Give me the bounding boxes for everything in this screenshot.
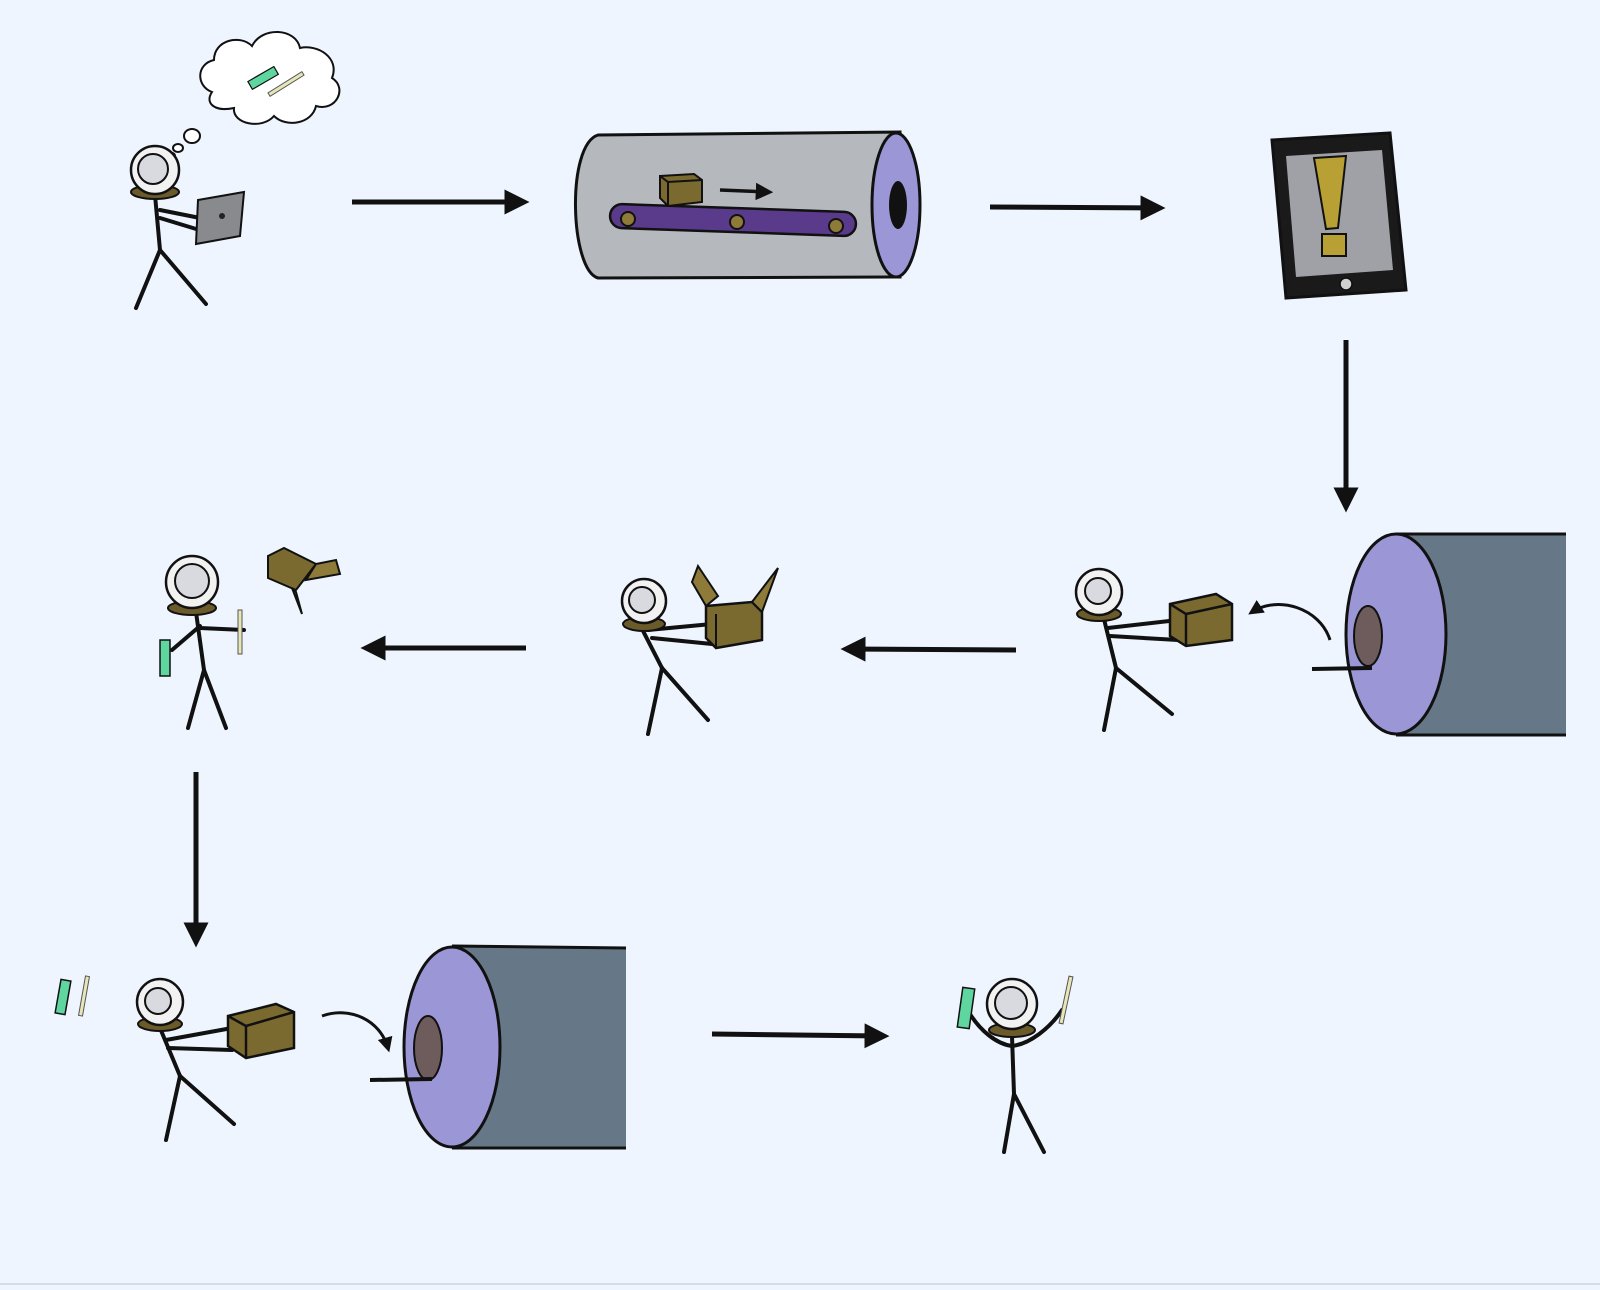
astronaut-with-tablet-icon	[129, 31, 341, 310]
bottom-edge	[0, 1283, 1600, 1285]
conveyor-cylinder-icon	[574, 130, 922, 280]
discarded-box-icon	[267, 546, 342, 615]
astronaut-celebrating-icon	[956, 975, 1074, 1154]
astronaut-opening-box-icon	[620, 563, 779, 736]
discarded-toothpaste-icon	[54, 978, 72, 1016]
arrow-2	[989, 195, 1166, 221]
astronaut-returning-box-icon	[54, 975, 296, 1142]
package-box-icon	[1168, 592, 1234, 648]
direction-arrow	[719, 182, 774, 201]
arrow-4	[840, 636, 1017, 662]
thought-toothpaste-icon	[247, 65, 280, 91]
tablet-in-hand-icon	[194, 190, 246, 246]
toothbrush-icon	[237, 609, 243, 655]
thought-toothbrush-icon	[267, 71, 305, 97]
conveyor-belt-icon	[608, 202, 858, 238]
astronaut-receiving-box-icon	[1074, 567, 1234, 732]
discarded-toothbrush-icon	[77, 975, 91, 1017]
astronaut-with-items-icon	[159, 546, 342, 730]
pipe-delivery-icon	[1311, 532, 1566, 737]
raised-toothpaste-icon	[956, 986, 976, 1030]
pipe-return-icon	[369, 944, 627, 1150]
curved-arrow-out	[1248, 599, 1332, 641]
arrow-7	[711, 1023, 890, 1049]
package-box-icon	[226, 1002, 296, 1060]
toothpaste-icon	[159, 639, 171, 677]
tablet-exclamation-icon	[1270, 131, 1408, 300]
thought-cloud-icon	[168, 31, 341, 160]
curved-arrow-in	[321, 1011, 393, 1053]
open-box-icon	[690, 563, 779, 650]
package-box-icon	[659, 172, 703, 208]
raised-toothbrush-icon	[1058, 975, 1074, 1025]
